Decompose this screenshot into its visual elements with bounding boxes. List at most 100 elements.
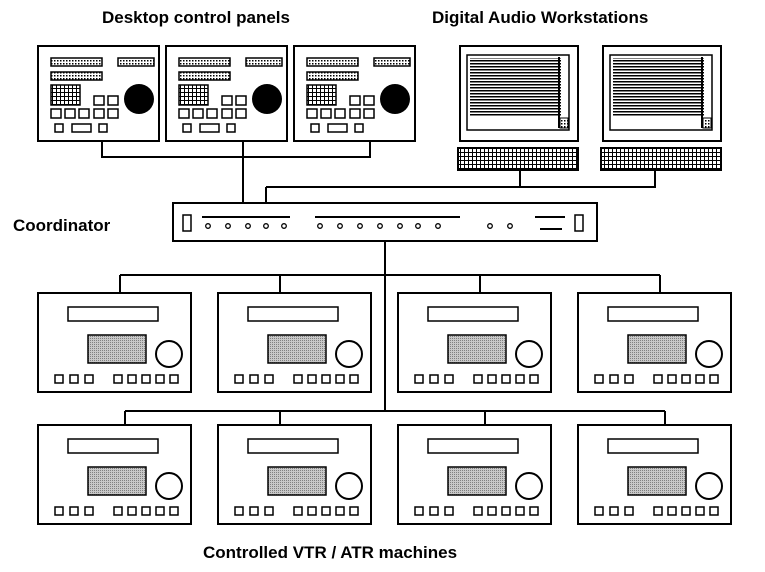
panel-button — [107, 108, 119, 119]
digital-audio-workstations — [457, 45, 722, 171]
panel-display — [178, 71, 231, 81]
vtr-atr-machine — [397, 292, 552, 393]
control-panel — [37, 45, 160, 142]
machine-button — [84, 506, 94, 516]
machine-button — [487, 506, 497, 516]
panel-button — [93, 108, 105, 119]
panel-button — [206, 108, 218, 119]
machine-button — [681, 506, 691, 516]
machine-button — [249, 374, 259, 384]
machine-button — [335, 374, 345, 384]
panel-button — [64, 108, 76, 119]
panel-button — [235, 108, 247, 119]
machine-button — [709, 506, 719, 516]
machine-button — [234, 506, 244, 516]
indicator-led — [357, 223, 363, 229]
workstation — [600, 45, 722, 171]
control-knob — [155, 340, 183, 368]
panel-button — [182, 123, 192, 133]
indicator-led — [245, 223, 251, 229]
coordinator-body — [172, 202, 598, 242]
control-knob — [695, 472, 723, 500]
coordinator-unit — [172, 202, 598, 242]
panel-button — [363, 95, 375, 106]
panel-button — [199, 123, 220, 133]
machine-button — [321, 374, 331, 384]
machine-button — [169, 506, 179, 516]
machine-display — [267, 334, 327, 364]
machine-button — [667, 374, 677, 384]
control-knob — [155, 472, 183, 500]
tape-slot — [247, 438, 339, 454]
machine-button — [709, 374, 719, 384]
machine-button — [321, 506, 331, 516]
machine-button — [667, 506, 677, 516]
screen-content — [613, 58, 704, 117]
machines-label: Controlled VTR / ATR machines — [203, 543, 458, 562]
machine-display — [87, 334, 147, 364]
panel-button — [98, 123, 108, 133]
machine-button — [473, 374, 483, 384]
machine-button — [624, 506, 634, 516]
tape-slot — [607, 438, 699, 454]
vtr-atr-machine — [577, 424, 732, 525]
machine-button — [127, 374, 137, 384]
machine-button — [681, 374, 691, 384]
machine-button — [501, 374, 511, 384]
panel-button — [221, 95, 233, 106]
vtr-atr-machine — [37, 424, 192, 525]
tape-slot — [247, 306, 339, 322]
machine-button — [473, 506, 483, 516]
screen-corner — [702, 117, 712, 129]
control-knob — [695, 340, 723, 368]
machine-button — [141, 374, 151, 384]
panel-button — [54, 123, 64, 133]
coordinator-slot — [574, 214, 584, 232]
tape-slot — [607, 306, 699, 322]
control-knob — [335, 472, 363, 500]
machine-display — [447, 334, 507, 364]
machine-button — [127, 506, 137, 516]
screen-content — [470, 58, 561, 117]
machine-button — [169, 374, 179, 384]
panel-button — [320, 108, 332, 119]
keyboard — [457, 147, 579, 171]
machine-display — [87, 466, 147, 496]
screen-corner — [559, 117, 569, 129]
machine-button — [653, 374, 663, 384]
machine-button — [335, 506, 345, 516]
machine-button — [653, 506, 663, 516]
machine-button — [155, 506, 165, 516]
panel-button — [107, 95, 119, 106]
machine-button — [444, 506, 454, 516]
desktop-panels-label: Desktop control panels — [102, 8, 290, 27]
panel-button — [93, 95, 105, 106]
machine-display — [447, 466, 507, 496]
vtr-atr-machine — [37, 292, 192, 393]
panel-button — [327, 123, 348, 133]
machine-button — [307, 506, 317, 516]
machine-button — [444, 374, 454, 384]
control-panel — [165, 45, 288, 142]
machine-button — [113, 374, 123, 384]
indicator-led — [415, 223, 421, 229]
machine-button — [695, 374, 705, 384]
panel-button — [221, 108, 233, 119]
tape-slot — [427, 438, 519, 454]
machine-button — [515, 374, 525, 384]
panel-button — [78, 108, 90, 119]
indicator-led — [397, 223, 403, 229]
machine-button — [293, 374, 303, 384]
connection-lines — [101, 141, 666, 425]
tape-slot — [67, 306, 159, 322]
machine-button — [69, 506, 79, 516]
indicator-led — [317, 223, 323, 229]
panel-button — [192, 108, 204, 119]
machine-button — [349, 374, 359, 384]
panel-display — [306, 57, 359, 67]
indicator-led — [507, 223, 513, 229]
indicator-led — [281, 223, 287, 229]
machine-button — [487, 374, 497, 384]
tape-slot — [67, 438, 159, 454]
